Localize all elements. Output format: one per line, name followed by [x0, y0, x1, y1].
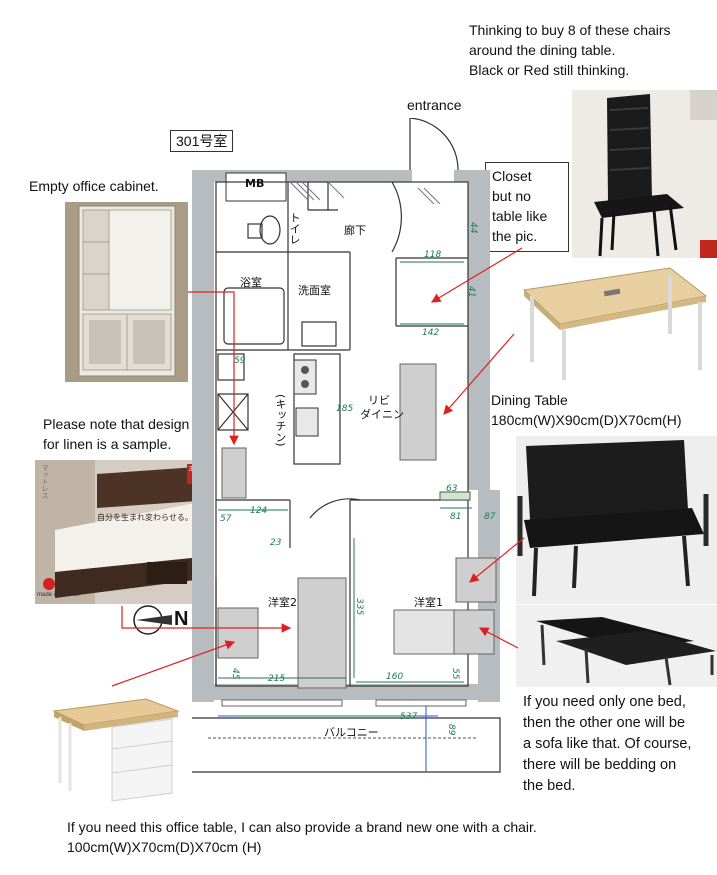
bed-note-line4: there will be bedding on — [523, 757, 677, 773]
plan-label-washroom: 洗面室 — [298, 284, 331, 297]
bed-note-line1: If you need only one bed, — [523, 694, 686, 710]
dim-142: 142 — [422, 328, 440, 338]
cabinet-photo — [65, 202, 188, 382]
office-note-line1: If you need this office table, I can als… — [67, 819, 537, 835]
cabinet-note: Empty office cabinet. — [29, 178, 159, 194]
linen-note-line1: Please note that design — [43, 416, 190, 432]
bed-photo-made-in: made in JAPAN — [37, 592, 79, 598]
closet-note-box: Closet but no table like the pic. — [485, 162, 569, 252]
dim-45: 45 — [230, 668, 240, 680]
closet-note-line2: but no — [492, 188, 531, 204]
room-number: 301号室 — [170, 130, 234, 152]
compass-north-label: N — [174, 608, 189, 630]
entrance-label: entrance — [407, 97, 462, 113]
linen-note-line2: for linen is a sample. — [43, 436, 172, 452]
chair-photo — [572, 90, 717, 258]
office-note-line2: 100cm(W)X70cm(D)X70cm (H) — [67, 839, 262, 855]
bed-note-line2: then the other one will be — [523, 715, 686, 731]
closet-note-line1: Closet — [492, 168, 532, 184]
north-compass: N — [132, 604, 196, 636]
dim-81: 81 — [450, 512, 462, 522]
dim-160: 160 — [386, 672, 404, 682]
dim-23: 23 — [270, 538, 282, 548]
chair-note-line2: around the dining table. — [469, 42, 616, 58]
plan-label-mb: MB — [245, 177, 265, 190]
dining-note-line2: 180cm(W)X90cm(D)X70cm(H) — [491, 412, 682, 428]
plan-label-hallway: 廊下 — [344, 224, 366, 237]
bed-photo: 3年保証 自分を生まれ変わらせる。 マットレス made in JAPAN — [35, 460, 211, 604]
plan-label-bath: 浴室 — [240, 276, 262, 289]
dim-55: 55 — [450, 668, 460, 680]
chair-note-line3: Black or Red still thinking. — [469, 62, 630, 78]
dim-185: 185 — [336, 404, 354, 414]
plan-label-western2: 洋室2 — [268, 596, 297, 609]
bed-photo-caption: 自分を生まれ変わらせる。 — [97, 513, 193, 522]
dim-41: 41 — [466, 286, 476, 298]
closet-note-line3: table like — [492, 208, 548, 224]
dim-63: 63 — [446, 484, 458, 494]
office-desk-photo — [50, 695, 180, 803]
sofa-bed-photo — [516, 605, 717, 687]
dim-59: 59 — [234, 356, 246, 366]
dim-335: 335 — [354, 598, 364, 616]
dim-124: 124 — [250, 506, 268, 516]
plan-label-kitchen: (キッチン) — [274, 394, 287, 447]
sofa-photo — [516, 436, 717, 604]
dim-537: 537 — [400, 712, 418, 722]
closet-note-line4: the pic. — [492, 228, 538, 244]
floor-plan-drawing — [192, 118, 501, 773]
dining-table-photo — [520, 262, 710, 382]
plan-label-toilet: トイレ — [288, 212, 301, 245]
dim-215: 215 — [268, 674, 286, 684]
floor-plan: MB トイレ 廊下 浴室 洗面室 リビ ダイニン (キッチン) 洋室1 洋室2 … — [178, 118, 518, 778]
plan-label-living: リビ — [368, 394, 390, 407]
plan-label-dining: ダイニン — [360, 408, 404, 421]
plan-label-balcony: バルコニー — [324, 726, 379, 739]
bed-photo-side-text: マットレス — [41, 464, 48, 499]
dim-44: 44 — [468, 222, 478, 234]
bed-note-line5: the bed. — [523, 778, 576, 794]
bed-note-line3: a sofa like that. Of course, — [523, 736, 692, 752]
dim-57: 57 — [220, 514, 232, 524]
plan-label-western1: 洋室1 — [414, 596, 443, 609]
chair-note-line1: Thinking to buy 8 of these chairs — [469, 22, 671, 38]
dim-87: 87 — [484, 512, 496, 522]
dim-118: 118 — [424, 250, 442, 260]
dim-89: 89 — [446, 724, 456, 736]
